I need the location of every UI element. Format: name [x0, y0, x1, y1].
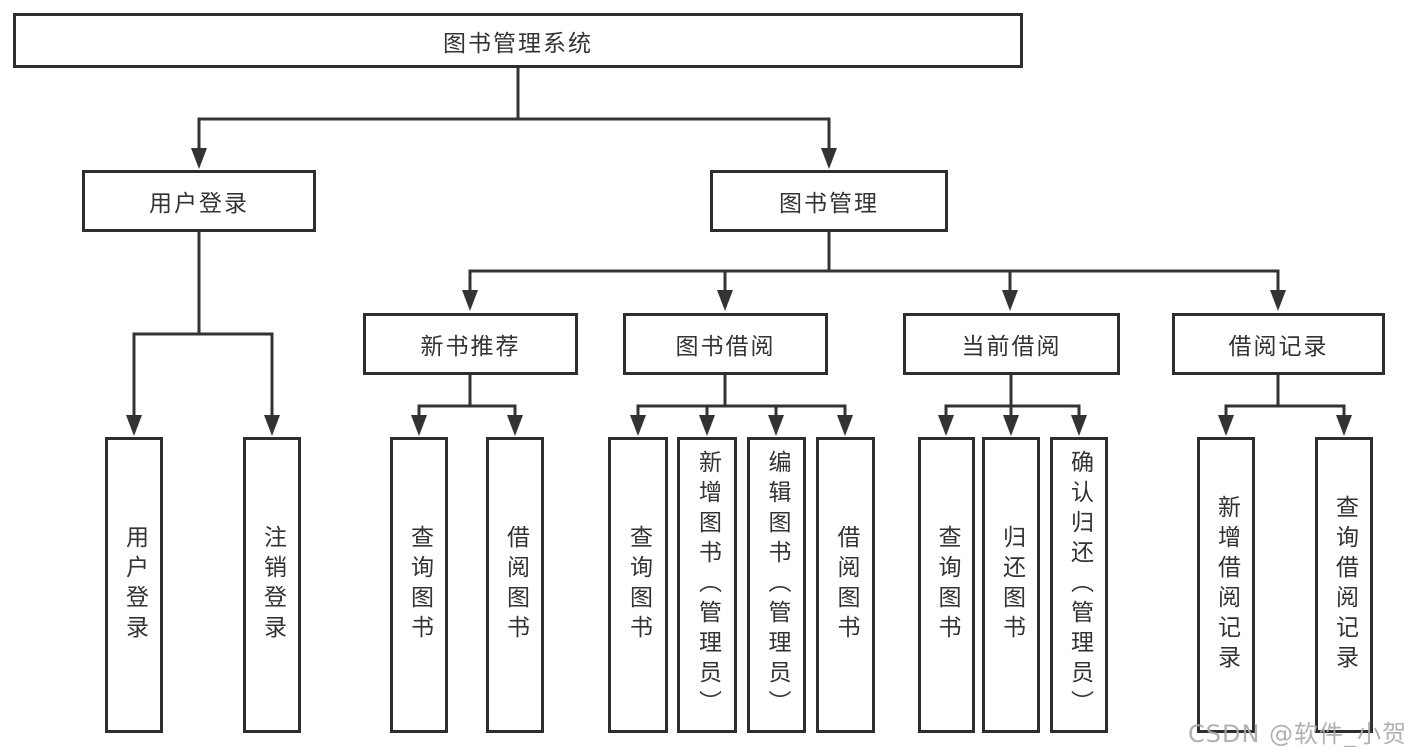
- leaf-return-book-label: 归还图书: [998, 525, 1025, 645]
- node-book-management: 图书管理: [710, 170, 948, 232]
- leaf-borrow-book: 借阅图书: [816, 437, 875, 733]
- leaf-query-borrow-record: 查询借阅记录: [1315, 437, 1373, 733]
- leaf-user-login: 用户登录: [105, 437, 163, 733]
- leaf-current-query-book: 查询图书: [918, 437, 975, 733]
- node-user-login-label: 用户登录: [149, 191, 249, 217]
- node-root-system: 图书管理系统: [13, 13, 1023, 68]
- leaf-edit-book-admin-label: 编辑图书（管理员）: [764, 450, 790, 720]
- leaf-borrow-query-book-label: 查询图书: [625, 525, 652, 645]
- node-new-book-recommend-label: 新书推荐: [420, 334, 521, 360]
- leaf-logout-label: 注销登录: [259, 525, 286, 645]
- node-book-borrow: 图书借阅: [623, 313, 828, 375]
- node-borrow-records-label: 借阅记录: [1228, 334, 1329, 360]
- leaf-confirm-return-admin-label: 确认归还（管理员）: [1066, 450, 1093, 720]
- csdn-watermark: CSDN @软件_小贺同学: [1188, 720, 1405, 747]
- leaf-recommend-query-book-label: 查询图书: [406, 525, 433, 645]
- node-root-label: 图书管理系统: [443, 30, 593, 57]
- leaf-add-borrow-record-label: 新增借阅记录: [1213, 495, 1240, 675]
- leaf-add-book-admin: 新增图书（管理员）: [677, 437, 737, 733]
- node-borrow-records: 借阅记录: [1172, 313, 1385, 375]
- node-book-borrow-label: 图书借阅: [675, 334, 776, 360]
- leaf-user-login-label: 用户登录: [121, 525, 148, 645]
- leaf-recommend-borrow-book-label: 借阅图书: [502, 525, 529, 645]
- node-current-borrow-label: 当前借阅: [961, 334, 1062, 360]
- leaf-add-borrow-record: 新增借阅记录: [1197, 437, 1255, 733]
- leaf-edit-book-admin: 编辑图书（管理员）: [747, 437, 806, 733]
- arrowheads: [126, 148, 1352, 436]
- leaf-recommend-query-book: 查询图书: [390, 437, 448, 733]
- leaf-logout: 注销登录: [243, 437, 301, 733]
- leaf-borrow-query-book: 查询图书: [608, 437, 668, 733]
- node-user-login: 用户登录: [82, 170, 316, 232]
- node-book-management-label: 图书管理: [779, 191, 879, 217]
- leaf-return-book: 归还图书: [982, 437, 1040, 733]
- leaf-add-book-admin-label: 新增图书（管理员）: [694, 450, 721, 720]
- leaf-current-query-book-label: 查询图书: [934, 525, 960, 645]
- node-new-book-recommend: 新书推荐: [363, 313, 578, 375]
- node-current-borrow: 当前借阅: [903, 313, 1120, 375]
- leaf-confirm-return-admin: 确认归还（管理员）: [1050, 437, 1108, 733]
- leaf-recommend-borrow-book: 借阅图书: [486, 437, 544, 733]
- leaf-query-borrow-record-label: 查询借阅记录: [1331, 495, 1358, 675]
- leaf-borrow-book-label: 借阅图书: [833, 525, 859, 645]
